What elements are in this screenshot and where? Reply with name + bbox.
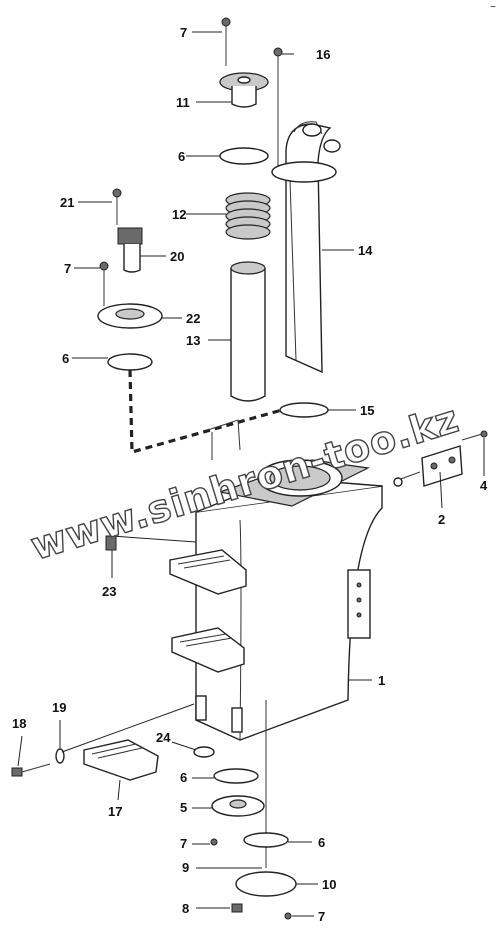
o-ring-6-left xyxy=(107,353,153,371)
bolt-7-bottom-b xyxy=(284,912,292,920)
bracket-2 xyxy=(393,445,463,487)
callout-9: 9 xyxy=(182,860,189,875)
callout-21: 21 xyxy=(60,195,74,210)
spring-12 xyxy=(225,192,271,240)
callout-12: 12 xyxy=(172,207,186,222)
return-pipe-14 xyxy=(271,121,341,374)
callout-2: 2 xyxy=(438,512,445,527)
o-ring-6-bottom-a xyxy=(213,768,259,784)
callout-20: 20 xyxy=(170,249,184,264)
breather-cap-20 xyxy=(117,227,143,273)
callout-16: 16 xyxy=(316,47,330,62)
o-ring-15 xyxy=(279,402,329,418)
callout-18: 18 xyxy=(12,716,26,731)
cap-11 xyxy=(219,72,269,108)
bolt-7-bottom-a xyxy=(210,838,218,846)
washer-19 xyxy=(55,748,65,764)
cap-bolt-7 xyxy=(221,17,231,66)
bottom-cover-10 xyxy=(235,871,297,897)
callout-8: 8 xyxy=(182,901,189,916)
step-17 xyxy=(83,739,159,781)
callout-6a: 6 xyxy=(178,149,185,164)
callout-7c: 7 xyxy=(180,836,187,851)
callout-5: 5 xyxy=(180,800,187,815)
magnet-plug-24 xyxy=(193,746,215,758)
callout-13: 13 xyxy=(186,333,200,348)
callout-7d: 7 xyxy=(318,909,325,924)
bolt-18 xyxy=(11,763,51,777)
callout-labels: 7 16 11 6 12 21 20 7 22 13 6 14 15 2 4 1… xyxy=(12,25,488,924)
callout-1: 1 xyxy=(378,673,385,688)
drain-plug-8 xyxy=(231,903,243,913)
callout-6b: 6 xyxy=(62,351,69,366)
callout-14: 14 xyxy=(358,243,373,258)
callout-17: 17 xyxy=(108,804,122,819)
drain-cover-5 xyxy=(211,795,265,817)
hydraulic-tank-1 xyxy=(169,419,383,741)
leader-lines xyxy=(17,31,485,917)
bolt-21 xyxy=(112,188,122,225)
bolt-7-left xyxy=(99,261,109,306)
callout-4: 4 xyxy=(480,478,488,493)
plug-23 xyxy=(105,535,117,551)
callout-23: 23 xyxy=(102,584,116,599)
callout-15: 15 xyxy=(360,403,374,418)
dashed-connection xyxy=(128,369,283,455)
flange-22 xyxy=(97,303,163,329)
callout-24: 24 xyxy=(156,730,171,745)
corner-mark: ~ xyxy=(490,2,496,13)
bolt-16 xyxy=(273,47,283,170)
callout-10: 10 xyxy=(322,877,336,892)
callout-7a: 7 xyxy=(180,25,187,40)
o-ring-6-bottom-b xyxy=(243,832,289,848)
filter-cartridge-13 xyxy=(230,261,266,402)
callout-22: 22 xyxy=(186,311,200,326)
bolt-4 xyxy=(461,430,488,441)
callout-7b: 7 xyxy=(64,261,71,276)
o-ring-6-top xyxy=(219,147,269,165)
callout-6d: 6 xyxy=(318,835,325,850)
callout-11: 11 xyxy=(176,95,190,110)
callout-6c: 6 xyxy=(180,770,187,785)
callout-19: 19 xyxy=(52,700,66,715)
